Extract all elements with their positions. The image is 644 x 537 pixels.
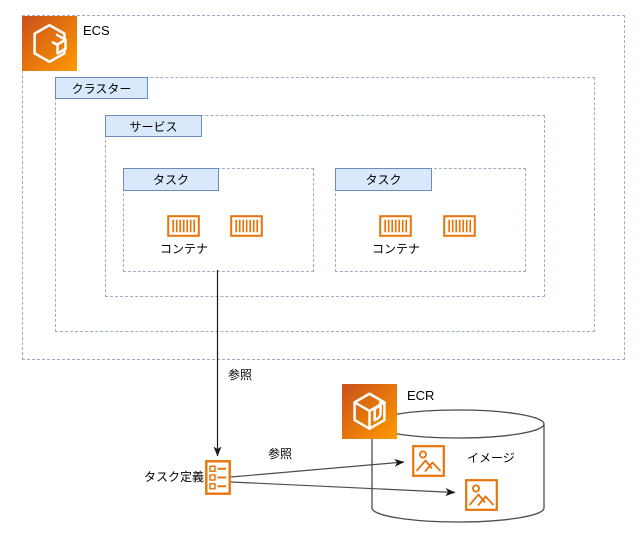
task-definition-icon	[205, 460, 231, 495]
ecr-service-icon	[342, 384, 397, 439]
container-label: コンテナ	[371, 242, 420, 256]
container-icon	[379, 215, 412, 237]
ecs-group-label: ECS	[83, 23, 110, 38]
container-icon	[167, 215, 200, 237]
container-icon	[230, 215, 263, 237]
ecs-group-box	[22, 15, 625, 360]
service-group-box	[105, 115, 545, 297]
reference-label-2: 参照	[268, 447, 293, 461]
edge-definition-to-image-2	[230, 481, 456, 497]
repository-image-label: イメージ	[467, 451, 515, 465]
container-image-icon	[412, 445, 445, 477]
cluster-label-chip: クラスター	[55, 77, 148, 99]
ecs-service-icon	[22, 16, 77, 71]
cluster-group-box	[55, 77, 595, 332]
task-label-chip-2: タスク	[335, 168, 432, 191]
service-label-chip: サービス	[105, 115, 202, 137]
ecr-group-label: ECR	[407, 388, 435, 403]
container-label: コンテナ	[159, 242, 208, 256]
repository-cylinder	[371, 409, 545, 523]
container-image-icon	[465, 479, 498, 511]
task-label-chip-1: タスク	[123, 168, 219, 191]
task-definition-label: タスク定義	[144, 470, 205, 484]
container-icon	[443, 215, 476, 237]
reference-label-1: 参照	[228, 368, 253, 382]
edge-definition-to-image-1	[230, 458, 405, 478]
